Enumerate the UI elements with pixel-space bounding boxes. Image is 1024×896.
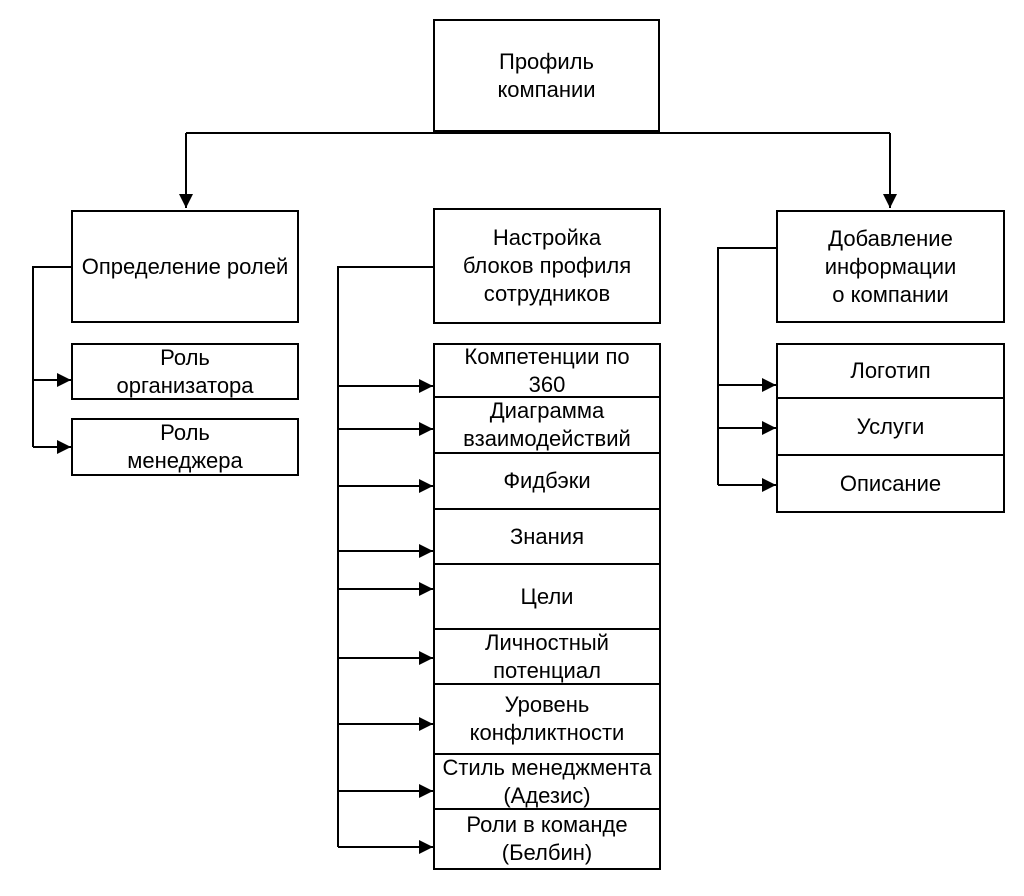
node-description: Описание	[776, 454, 1005, 513]
node-knowledge: Знания	[433, 508, 661, 565]
connector-role-definition-spine	[32, 266, 71, 447]
connector-profile-blocks-spine	[337, 266, 433, 847]
node-manager-role: Роль менеджера	[71, 418, 299, 476]
node-company-profile: Профиль компании	[433, 19, 660, 132]
node-personal-potential: Личностный потенциал	[433, 628, 661, 685]
node-role-definition: Определение ролей	[71, 210, 299, 323]
node-logo: Логотип	[776, 343, 1005, 399]
connector-add-company-info-spine	[717, 247, 776, 485]
node-feedbacks: Фидбэки	[433, 452, 661, 510]
node-conflict-level: Уровень конфликтности	[433, 683, 661, 755]
node-organizer-role: Роль организатора	[71, 343, 299, 400]
node-profile-blocks-setup: Настройка блоков профиля сотрудников	[433, 208, 661, 324]
node-services: Услуги	[776, 397, 1005, 456]
node-goals: Цели	[433, 563, 661, 630]
node-interaction-diagram: Диаграмма взаимодействий	[433, 396, 661, 454]
node-competencies-360: Компетенции по 360	[433, 343, 661, 398]
node-management-style-adizes: Стиль менеджмента (Адезис)	[433, 753, 661, 810]
node-team-roles-belbin: Роли в команде (Белбин)	[433, 808, 661, 870]
node-add-company-info: Добавление информации о компании	[776, 210, 1005, 323]
